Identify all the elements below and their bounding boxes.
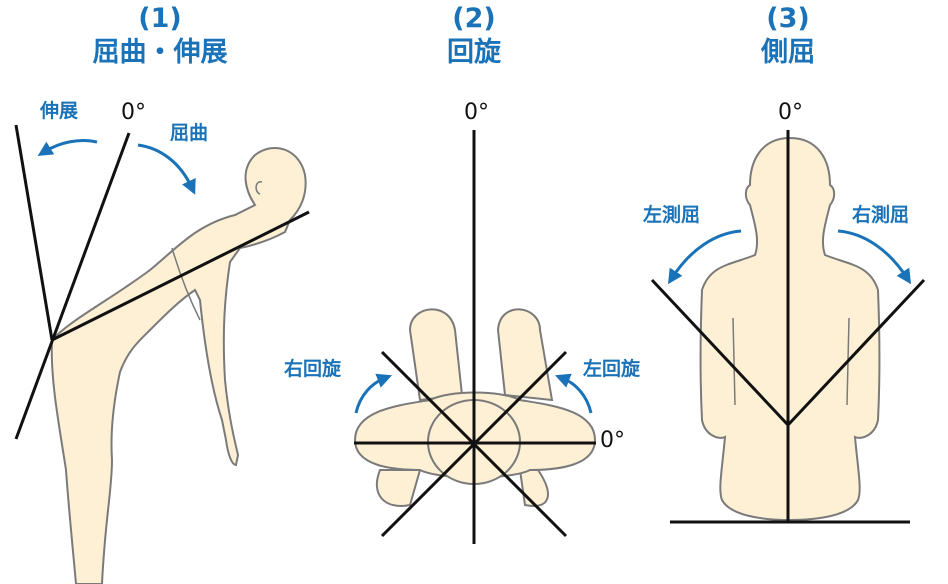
panel-3-figure [650, 130, 926, 524]
zero-degree-side-label: 0° [600, 428, 625, 453]
panel-1-heading: 屈曲・伸展 [92, 37, 228, 68]
zero-degree-label: 0° [121, 100, 146, 125]
right-lateral-flexion-label: 右測屈 [852, 204, 910, 226]
panel-1-title: (1) 屈曲・伸展 [60, 2, 260, 70]
panel-1-number: (1) [138, 3, 182, 34]
panel-3-heading: 側屈 [761, 37, 815, 68]
right-rotation-label: 右回旋 [284, 358, 342, 380]
panel-2-heading: 回旋 [447, 37, 501, 68]
flexion-label: 屈曲 [170, 122, 209, 144]
panel-2-figure [353, 130, 597, 544]
zero-degree-label-3: 0° [778, 100, 803, 125]
zero-degree-top-label: 0° [464, 100, 489, 125]
panel-2-title: (2) 回旋 [374, 2, 574, 70]
extension-label: 伸展 [40, 100, 79, 122]
panel-1-figure [14, 124, 310, 584]
panel-3-title: (3) 側屈 [688, 2, 888, 70]
panel-2-number: (2) [452, 3, 496, 34]
left-rotation-label: 左回旋 [583, 358, 641, 380]
panel-3-number: (3) [766, 3, 810, 34]
left-lateral-flexion-label: 左測屈 [643, 204, 701, 226]
